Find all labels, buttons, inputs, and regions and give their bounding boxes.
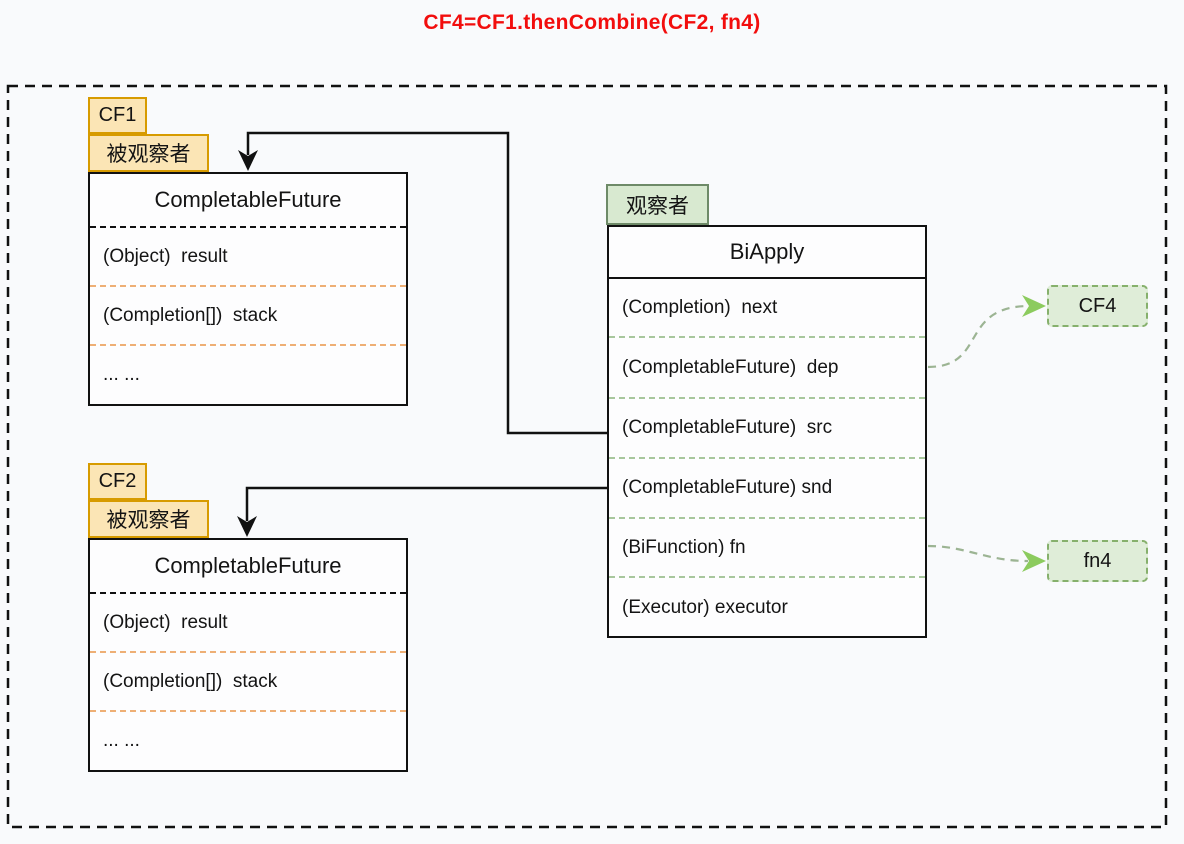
- cf1-field-ellipsis: ... ...: [103, 364, 140, 385]
- cf1-field-result: (Object) result: [90, 228, 406, 287]
- fn4-node: fn4: [1047, 540, 1148, 582]
- cf4-node: CF4: [1047, 285, 1148, 327]
- cf1-tag-label: CF1: [88, 97, 147, 134]
- cf2-field-result: (Object) result: [90, 594, 406, 653]
- biapply-field-next: (Completion) next: [609, 279, 925, 338]
- cf2-class-box: CompletableFuture (Object) result (Compl…: [88, 538, 408, 772]
- arrow-right-icon: [1022, 295, 1046, 317]
- arrow-down-icon: [238, 150, 258, 171]
- cf2-field-stack: (Completion[]) stack: [90, 653, 406, 712]
- cf1-class-title: CompletableFuture: [90, 174, 406, 228]
- connector-dep-to-cf4: [927, 304, 1031, 369]
- biapply-field-fn: (BiFunction) fn: [609, 519, 925, 578]
- biapply-class-box: BiApply (Completion) next (CompletableFu…: [607, 225, 927, 638]
- biapply-field-executor: (Executor) executor: [622, 597, 788, 618]
- cf1-class-box: CompletableFuture (Object) result (Compl…: [88, 172, 408, 406]
- arrow-right-icon: [1022, 550, 1046, 572]
- biapply-field-dep: (CompletableFuture) dep: [609, 338, 925, 399]
- cf2-field-ellipsis: ... ...: [103, 730, 140, 751]
- cf2-class-title: CompletableFuture: [90, 540, 406, 594]
- cf1-field-stack: (Completion[]) stack: [90, 287, 406, 346]
- connector-fn-to-fn4: [927, 544, 1029, 563]
- connector-snd-to-cf2: [245, 486, 607, 521]
- biapply-field-snd: (CompletableFuture) snd: [609, 459, 925, 519]
- cf2-tag-label: CF2: [88, 463, 147, 500]
- cf2-role-label: 被观察者: [88, 500, 209, 538]
- biapply-class-title: BiApply: [609, 227, 925, 279]
- observer-role-label: 观察者: [606, 184, 709, 225]
- diagram-title: CF4=CF1.thenCombine(CF2, fn4): [423, 11, 761, 34]
- biapply-field-src: (CompletableFuture) src: [609, 399, 925, 459]
- arrow-down-icon: [237, 516, 257, 537]
- cf1-role-label: 被观察者: [88, 134, 209, 172]
